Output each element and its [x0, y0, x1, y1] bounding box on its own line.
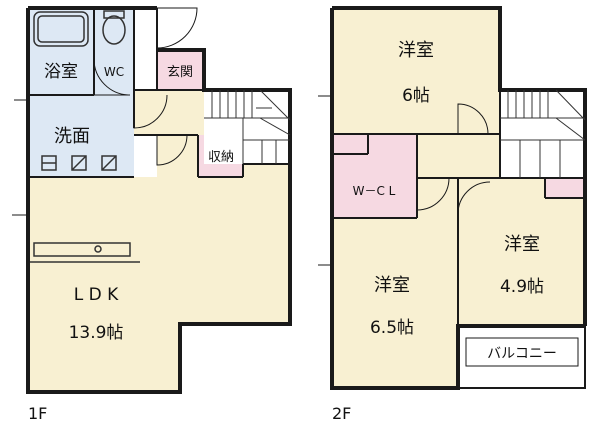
outer-wall-1f	[26, 6, 292, 394]
toilet-icon	[102, 15, 126, 45]
laundry-icons	[41, 155, 117, 171]
label-bath: 浴室	[44, 62, 78, 82]
label-genkan: 玄関	[167, 65, 193, 80]
fixtures-1f	[30, 10, 140, 263]
label-wcl: W－C L	[353, 184, 396, 198]
label-western-north-area: 6帖	[402, 86, 430, 106]
room-wc	[94, 8, 134, 95]
balcony-rail	[457, 326, 586, 389]
label-wc: WC	[104, 65, 124, 79]
label-western-south-area: 6.5帖	[370, 318, 414, 338]
hall-1f	[134, 90, 204, 135]
doors-1f	[12, 7, 198, 216]
label-western-east: 洋室	[504, 234, 540, 255]
stairs-2f	[500, 89, 586, 178]
floor-2f: 洋室 6帖 W－C L 洋室 4.9帖 洋室 6.5帖 バルコニー 2F	[318, 6, 587, 423]
label-western-south: 洋室	[374, 275, 410, 296]
bathtub-icon	[33, 11, 89, 47]
label-storage: 収納	[208, 150, 234, 165]
stair-2f	[500, 90, 585, 178]
closet-2f	[545, 178, 585, 198]
label-balcony: バルコニー	[487, 346, 557, 362]
label-ldk-area: 13.9帖	[69, 323, 124, 343]
room-wcl	[332, 134, 417, 218]
doors-2f	[318, 95, 491, 266]
sink-counter-icon	[33, 242, 131, 257]
label-washroom: 洗面	[54, 126, 90, 147]
room-genkan	[157, 50, 204, 90]
floor-caption-1f: 1F	[28, 404, 47, 423]
floor-caption-2f: 2F	[332, 404, 351, 423]
label-ldk: L D K	[74, 285, 119, 305]
label-western-east-area: 4.9帖	[500, 277, 544, 297]
room-ldk	[28, 135, 290, 392]
stairs-1f	[204, 89, 291, 164]
room-bath	[28, 8, 94, 95]
floor-1f: 浴室 WC 玄関 洗面 収納 L D K 13.9帖 1F	[12, 6, 292, 423]
hall-2f	[417, 134, 500, 178]
label-western-north: 洋室	[398, 40, 434, 61]
balcony-label-box	[465, 337, 579, 367]
room-western-south	[332, 178, 458, 388]
room-western-east	[458, 178, 585, 326]
room-western-north	[332, 8, 500, 134]
